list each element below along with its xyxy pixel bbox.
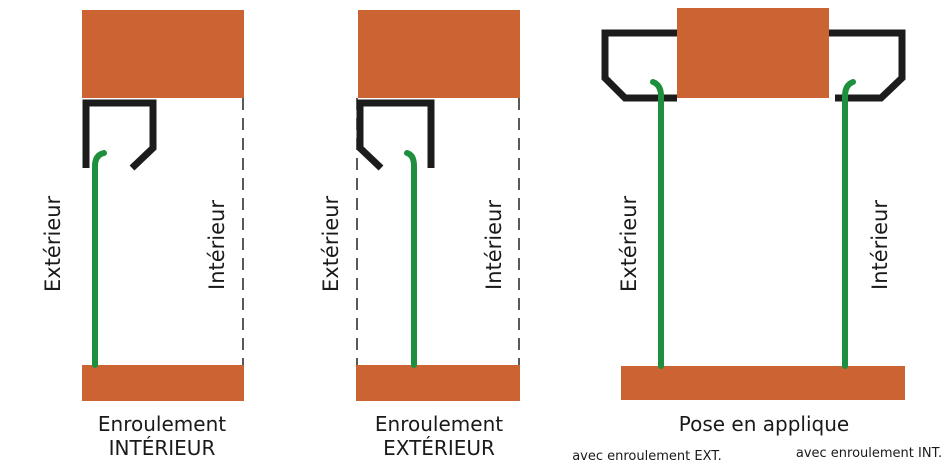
- sub-caption-interior: avec enroulement INT.: [796, 446, 942, 461]
- caption-line-2: EXTÉRIEUR: [383, 436, 495, 460]
- sub-caption-exterior: avec enroulement EXT.: [572, 449, 722, 464]
- curtain-line: [92, 150, 107, 368]
- interior-label: Intérieur: [868, 200, 892, 290]
- sill-block: [356, 365, 520, 401]
- curtain-line: [404, 150, 417, 368]
- caption: Pose en applique: [679, 412, 849, 436]
- caption-line-2: INTÉRIEUR: [109, 436, 216, 460]
- curtain-line-right: [842, 79, 856, 369]
- lintel-block: [82, 10, 244, 98]
- exterior-label: Extérieur: [617, 195, 641, 292]
- sill-block: [621, 366, 905, 400]
- interior-label: Intérieur: [205, 200, 229, 290]
- curtain-line-left: [650, 79, 664, 369]
- exterior-label: Extérieur: [319, 195, 343, 292]
- panel-exterior-roll: Extérieur Intérieur Enroulement EXTÉRIEU…: [319, 10, 520, 460]
- guide-rail: [356, 99, 435, 171]
- caption-line-1: Enroulement: [375, 412, 503, 436]
- caption-line-1: Enroulement: [98, 412, 226, 436]
- lintel-block: [358, 10, 520, 98]
- interior-label: Intérieur: [482, 200, 506, 290]
- guide-rail-right: [829, 29, 906, 102]
- exterior-label: Extérieur: [41, 195, 65, 292]
- sill-block: [82, 365, 244, 401]
- guide-rail: [82, 99, 157, 171]
- lintel-block: [677, 8, 829, 98]
- panel-interior-roll: Extérieur Intérieur Enroulement INTÉRIEU…: [41, 10, 244, 460]
- guide-rail-left: [601, 29, 677, 102]
- panel-surface-mount: Extérieur Intérieur Pose en applique ave…: [572, 8, 942, 464]
